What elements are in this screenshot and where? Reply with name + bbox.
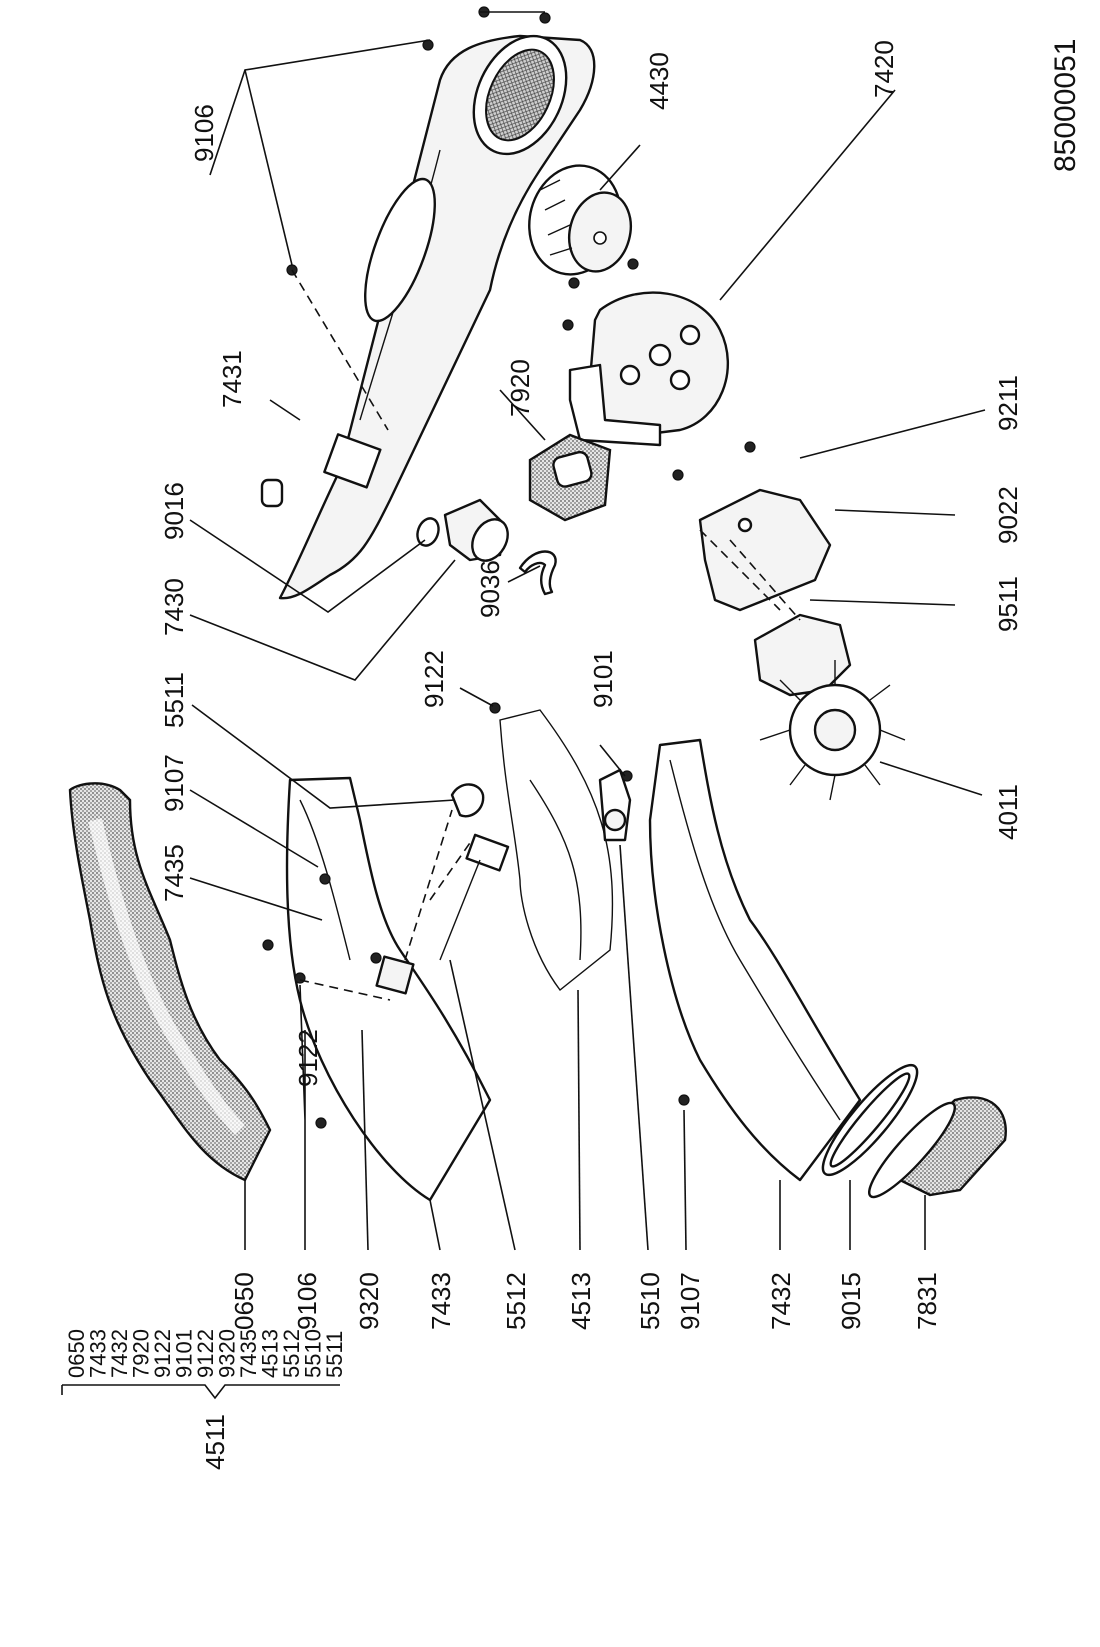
part-4011-motor: [753, 613, 906, 801]
label-7433: 7433: [426, 1272, 456, 1330]
group-child-4513: 4513: [258, 1329, 283, 1378]
label-9211: 9211: [993, 375, 1023, 431]
label-7430: 7430: [159, 578, 189, 636]
group-children-list: 0650743374327920912291019122932074354513…: [64, 1329, 347, 1378]
label-9511: 9511: [993, 576, 1023, 632]
screws: [262, 6, 756, 1129]
label-9022: 9022: [993, 486, 1023, 544]
label-4430: 4430: [644, 52, 674, 110]
part-9036-clip: [518, 550, 557, 596]
assembly-dashed-lines: [291, 269, 801, 1001]
label-4513: 4513: [566, 1272, 596, 1330]
group-child-7435: 7435: [236, 1329, 261, 1378]
part-5512-probe: [439, 833, 510, 961]
label-9107-bot: 9107: [675, 1272, 705, 1330]
label-9101: 9101: [588, 650, 618, 708]
group-child-5510: 5510: [301, 1329, 326, 1378]
group-child-7432: 7432: [107, 1329, 132, 1378]
group-child-7920: 7920: [129, 1329, 154, 1378]
part-7420-fan-housing: [568, 291, 730, 447]
group-parent-label: 4511: [200, 1414, 230, 1470]
label-9107-top: 9107: [159, 754, 189, 812]
label-7831: 7831: [912, 1272, 942, 1330]
part-7432-base-duct: [648, 738, 862, 1182]
label-9106-top: 9106: [189, 104, 219, 162]
label-0650: 0650: [229, 1272, 259, 1330]
group-child-5511: 5511: [322, 1331, 347, 1378]
label-4011: 4011: [993, 784, 1023, 840]
label-7420: 7420: [869, 40, 899, 98]
group-child-9122: 9122: [150, 1329, 175, 1378]
part-7920-filter: [528, 433, 612, 522]
part-9022-bracket: [698, 488, 832, 612]
part-9016-ring: [416, 517, 440, 547]
part-5511-thermostat: [450, 783, 485, 818]
group-child-0650: 0650: [64, 1329, 89, 1378]
label-9122-mid: 9122: [293, 1029, 323, 1087]
group-child-9122: 9122: [193, 1329, 218, 1378]
label-9016: 9016: [159, 482, 189, 540]
part-7430-connector: [443, 498, 509, 562]
part-4513-heater: [499, 709, 614, 991]
part-7431-air-duct: [260, 34, 596, 600]
group-child-5512: 5512: [279, 1329, 304, 1378]
label-7431: 7431: [217, 350, 247, 408]
label-7920: 7920: [505, 359, 535, 417]
group-child-9101: 9101: [172, 1329, 197, 1378]
label-9320: 9320: [354, 1272, 384, 1330]
drawing-number: 85000051: [1049, 39, 1082, 172]
group-child-9320: 9320: [215, 1329, 240, 1378]
label-9106-bot: 9106: [292, 1272, 322, 1330]
label-7435: 7435: [159, 844, 189, 902]
leader-lines: [61, 11, 986, 1400]
part-5510-thermostat: [598, 768, 632, 842]
label-9122-top: 9122: [419, 650, 449, 708]
label-5510: 5510: [635, 1272, 665, 1330]
part-9015-gasket: [821, 1063, 919, 1177]
group-child-7433: 7433: [86, 1329, 111, 1378]
part-0650-cover: [68, 782, 272, 1182]
part-7831-outlet: [868, 1096, 1007, 1199]
label-5511: 5511: [159, 672, 189, 728]
part-4430-fan-wheel: [528, 164, 632, 276]
label-9015: 9015: [836, 1272, 866, 1330]
label-9036: 9036: [475, 560, 505, 618]
part-7433-duct: [285, 776, 492, 1202]
label-7432: 7432: [766, 1272, 796, 1330]
label-5512: 5512: [501, 1272, 531, 1330]
